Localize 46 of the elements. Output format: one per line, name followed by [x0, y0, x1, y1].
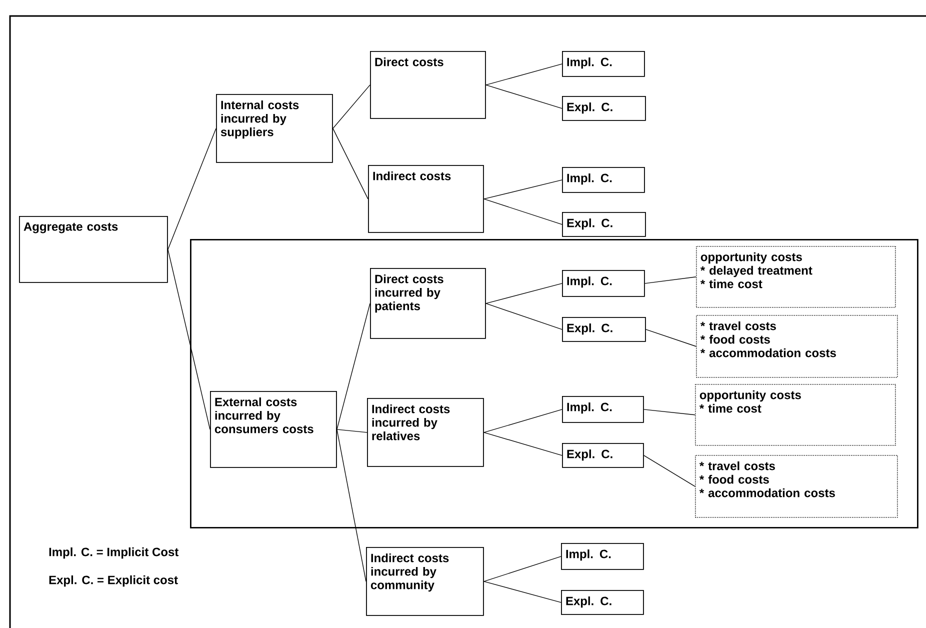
connector-line: [644, 409, 696, 416]
cost-box: Impl. C.: [562, 167, 645, 193]
cost-box: Internal costs incurred by suppliers: [216, 94, 333, 163]
cost-box: Indirect costs incurred by community: [366, 547, 484, 616]
cost-box: Impl. C.: [562, 396, 644, 423]
note-box: * travel costs * food costs * accommodation costs: [696, 315, 898, 378]
connector-line: [484, 198, 562, 225]
connector-line: [484, 556, 562, 582]
note-box: opportunity costs * delayed treatment * time cost: [696, 246, 896, 308]
connector-line: [484, 409, 562, 433]
connector-line: [486, 303, 562, 330]
cost-box: Expl. C.: [562, 96, 646, 121]
cost-box: Impl. C.: [562, 51, 645, 77]
connector-line: [646, 329, 696, 347]
cost-box: Expl. C.: [562, 317, 646, 342]
connector-line: [484, 432, 562, 456]
cost-box: External costs incurred by consumers costs: [210, 391, 337, 468]
cost-box: Expl. C.: [562, 212, 646, 237]
connector-line: [486, 84, 562, 109]
connector-line: [486, 283, 562, 304]
connector-line: [332, 128, 368, 200]
connector-line: [484, 180, 562, 200]
connector-line: [644, 455, 696, 487]
connector-line: [336, 429, 366, 582]
connector-line: [484, 581, 562, 603]
cost-box: Indirect costs: [368, 165, 484, 233]
connector-line: [644, 276, 696, 284]
cost-box: Indirect costs incurred by relatives: [367, 398, 484, 467]
abbreviation-note: Impl. C. = Implicit Cost: [49, 547, 179, 559]
cost-box: Expl. C.: [561, 590, 644, 615]
connector-line: [336, 303, 370, 430]
cost-box: Impl. C.: [561, 543, 644, 570]
note-box: opportunity costs * time cost: [695, 384, 896, 446]
group-frame: [190, 239, 918, 528]
cost-box: Direct costs incurred by patients: [370, 268, 486, 339]
cost-box: Expl. C.: [562, 443, 644, 468]
cost-box: Direct costs: [370, 51, 486, 119]
connector-line: [486, 64, 562, 86]
connector-line: [168, 249, 210, 430]
connector-line: [332, 84, 370, 129]
connector-line: [336, 429, 368, 433]
note-box: * travel costs * food costs * accommodation costs: [695, 455, 898, 518]
connector-line: [168, 128, 216, 250]
cost-box: Aggregate costs: [19, 216, 168, 283]
abbreviation-note: Expl. C. = Explicit cost: [49, 575, 178, 587]
cost-box: Impl. C.: [562, 270, 645, 297]
